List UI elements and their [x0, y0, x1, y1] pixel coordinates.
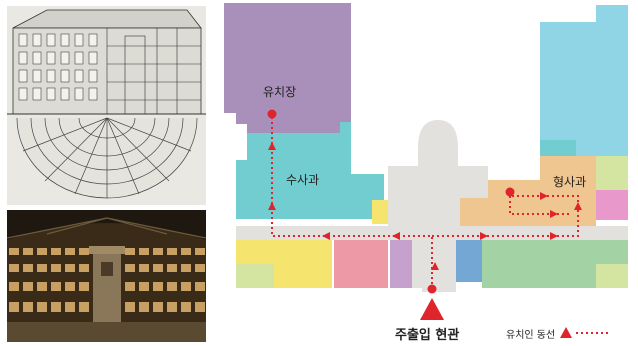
label-criminal-dept: 형사과 — [553, 175, 586, 189]
right-light-blue-area — [540, 5, 628, 156]
room-blue-bottom — [456, 240, 482, 282]
route-arrow-right-1 — [480, 232, 488, 240]
panopticon-interior-image — [7, 210, 206, 342]
route-arrow-left-2 — [392, 232, 400, 240]
room-magenta-right — [596, 190, 628, 220]
route-arrow-right-4 — [550, 210, 558, 218]
label-holding-cell: 유치장 — [263, 85, 296, 99]
holding-cell-area — [224, 3, 351, 133]
route-arrow-right-3 — [540, 192, 548, 200]
room-light-green-bottom-right — [596, 264, 628, 288]
room-teal-small — [540, 140, 576, 156]
criminal-dept-area — [460, 156, 596, 226]
room-grey-bottom — [412, 240, 422, 288]
label-main-entrance: 주출입 현관 — [395, 327, 459, 343]
room-light-green-right — [596, 156, 628, 190]
route-arrow-up-3 — [268, 202, 276, 210]
route-arrow-up-4 — [574, 202, 582, 210]
route-arrows — [268, 142, 582, 270]
panopticon-engraving-image — [7, 6, 206, 205]
main-entrance-marker — [420, 298, 444, 320]
floor-plan: 유치장 수사과 형사과 주출입 현관 유치인 동선 — [224, 3, 628, 343]
route-start-dot-criminal — [505, 187, 515, 197]
legend-triangle-icon — [560, 327, 572, 338]
route-arrow-up-1 — [431, 262, 439, 270]
route-entrance-dot — [427, 284, 437, 294]
room-light-green-bottom — [236, 264, 274, 288]
label-investigation-dept: 수사과 — [286, 173, 319, 187]
route-arrow-right-2 — [550, 232, 558, 240]
room-pink-bottom — [334, 240, 388, 288]
entrance-corridor — [422, 240, 456, 292]
investigation-dept-area — [236, 122, 384, 219]
route-arrow-up-2 — [268, 142, 276, 150]
room-violet-bottom — [390, 240, 412, 288]
route-arrow-left-1 — [322, 232, 330, 240]
legend-text: 유치인 동선 — [506, 329, 555, 341]
route-start-dot-holding — [267, 109, 277, 119]
